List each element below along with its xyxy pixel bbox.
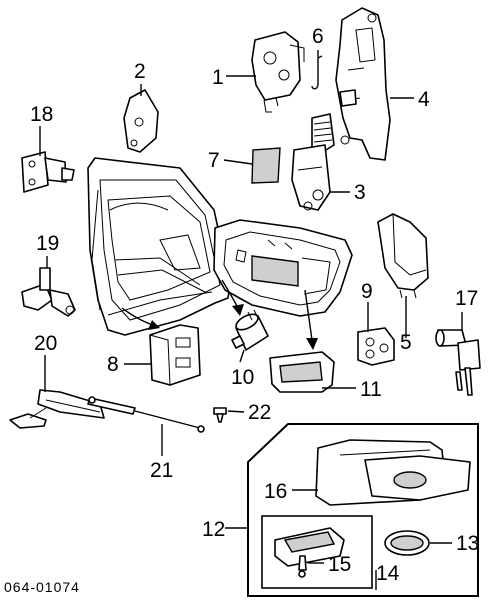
part-18-upper-hinge — [21, 151, 75, 193]
callout-2: 2 — [134, 60, 146, 83]
part-8-striker-cover — [149, 324, 201, 386]
leader-lines — [39, 50, 463, 590]
callout-6: 6 — [312, 25, 324, 48]
callout-15: 15 — [328, 553, 351, 576]
part-7-pad — [251, 147, 281, 184]
part-20-check-strap-bracket — [9, 389, 105, 429]
part-9-hinge-bracket — [357, 327, 395, 366]
callout-22: 22 — [248, 401, 271, 424]
callout-9: 9 — [361, 280, 373, 303]
part-22-push-clip — [213, 407, 227, 423]
part-4-latch-support-bracket — [335, 7, 391, 161]
part-5-control-module — [377, 213, 429, 299]
callout-13: 13 — [456, 532, 479, 555]
part-13-emblem-badge — [384, 530, 430, 556]
callout-17: 17 — [455, 287, 478, 310]
callout-3: 3 — [354, 181, 366, 204]
callout-11: 11 — [360, 378, 382, 401]
tailgate-door — [213, 219, 353, 317]
part-15-bulb — [298, 555, 307, 578]
callout-16: 16 — [264, 480, 287, 503]
callout-12: 12 — [202, 518, 225, 541]
callout-18: 18 — [30, 103, 53, 126]
callout-20: 20 — [34, 332, 57, 355]
part-19-lower-hinge — [21, 267, 76, 317]
part-11-handle-bezel — [269, 351, 335, 393]
part-3-lock-actuator — [291, 113, 335, 211]
callout-10: 10 — [231, 366, 254, 389]
callout-4: 4 — [418, 88, 430, 111]
callout-1: 1 — [212, 66, 224, 89]
vehicle-rear-body — [87, 157, 231, 336]
part-16-outer-handle — [315, 439, 471, 506]
callout-8: 8 — [107, 353, 119, 376]
part-21-gas-strut — [87, 396, 205, 433]
inset-box-12 — [247, 423, 479, 597]
callout-7: 7 — [208, 149, 220, 172]
part-6-rod-clip — [311, 55, 323, 90]
callout-21: 21 — [150, 459, 173, 482]
callout-14: 14 — [376, 562, 400, 585]
assembly-arrows — [121, 279, 318, 350]
part-17-lock-cylinder — [435, 329, 481, 396]
part-1-latch-assembly — [251, 31, 305, 113]
part-2-striker-bracket — [123, 89, 159, 153]
part-14-switch-housing — [274, 527, 345, 567]
callout-5: 5 — [400, 331, 412, 354]
diagram-code: 064-01074 — [4, 579, 80, 595]
part-10-bumper-stop — [231, 309, 269, 351]
callout-labels: 1 2 3 4 5 6 7 8 9 10 11 12 13 14 15 16 1… — [30, 25, 479, 585]
callout-19: 19 — [36, 232, 59, 255]
